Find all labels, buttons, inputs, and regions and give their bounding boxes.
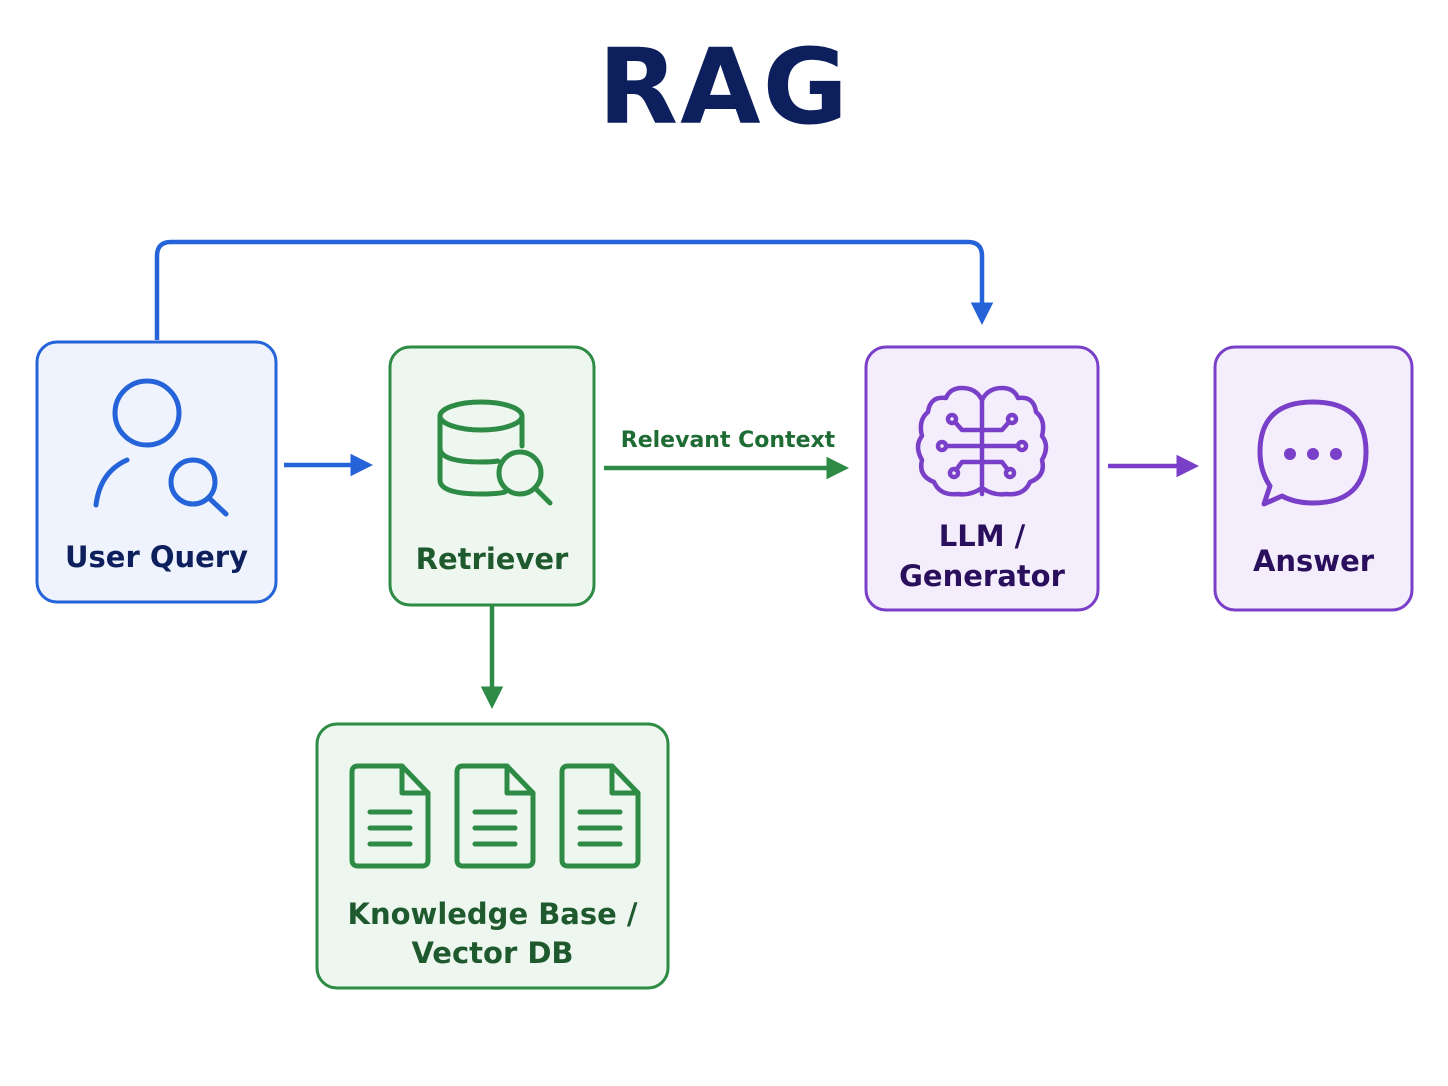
llm-label-line1: LLM / [938,519,1026,553]
knowledge-base-label-line2: Vector DB [411,936,574,970]
retriever-label: Retriever [415,542,569,576]
relevant-context-label: Relevant Context [620,428,836,453]
document-icon [559,763,641,869]
node-knowledge-base [315,722,670,990]
diagram-title: RAG [598,26,850,148]
document-icon [454,763,536,869]
user-search-icon [93,378,229,517]
node-answer [1213,345,1414,612]
edge-user-query-to-llm [154,239,994,340]
brain-circuit-icon [915,385,1049,497]
chat-bubble-icon [1257,399,1369,507]
database-search-icon [437,399,553,506]
llm-label-line2: Generator [899,559,1065,593]
node-user-query [35,340,278,604]
user-query-label: User Query [64,540,249,574]
knowledge-base-label-line1: Knowledge Base / [347,897,638,931]
document-icon [349,763,431,869]
answer-label: Answer [1252,544,1375,578]
